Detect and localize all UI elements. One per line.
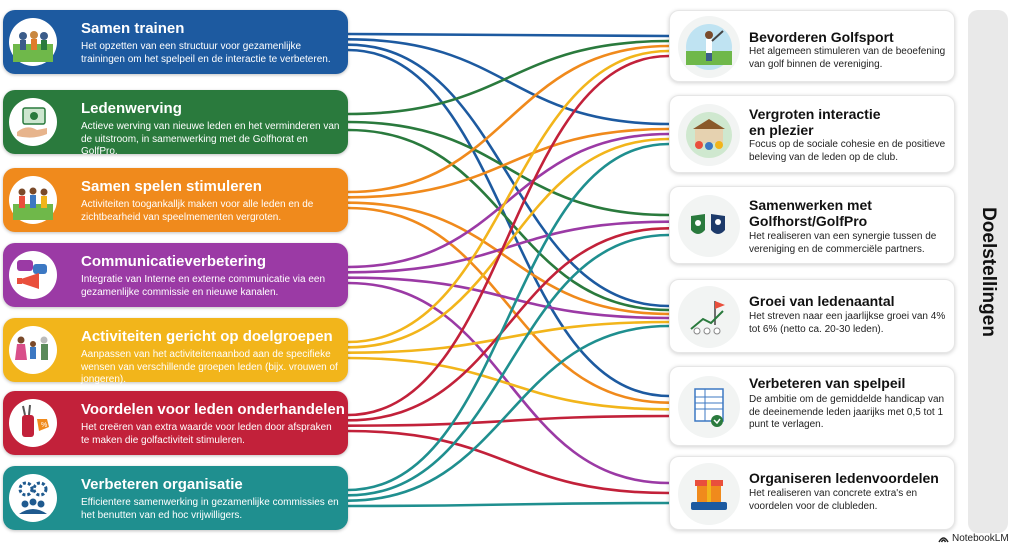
goal-card-samenwerken: Samenwerken met Golfhorst/GolfPro Het re… — [669, 186, 955, 264]
goal-description: De ambitie om de gemiddelde handicap van… — [749, 394, 945, 430]
strategy-card-organisatie: Verbeteren organisatie Efficientere same… — [3, 466, 348, 530]
strategy-card-doelgroepen: Activiteiten gericht op doelgroepen Aanp… — [3, 318, 348, 385]
goal-card-spelpeil: Verbeteren van spelpeil De ambitie om de… — [669, 366, 955, 446]
strategy-description: Het opzetten van een structuur voor geza… — [81, 41, 331, 65]
connection-line — [346, 356, 671, 411]
goal-title: Groei van ledenaantal — [749, 293, 895, 309]
notebooklm-logo-icon — [938, 537, 949, 543]
connection-line — [346, 414, 671, 427]
connection-line — [346, 48, 671, 398]
connection-line — [346, 127, 671, 199]
group-training-icon — [9, 18, 57, 66]
goals-side-label: Doelstellingen — [978, 206, 999, 337]
connection-line — [346, 227, 671, 422]
goal-card-golfsport: Bevorderen Golfsport Het algemeen stimul… — [669, 10, 955, 82]
connection-line — [346, 49, 671, 344]
partner-shields-icon — [678, 195, 740, 257]
strategy-title: Communicatieverbetering — [81, 253, 267, 270]
svg-text:%: % — [41, 422, 47, 429]
connection-line — [346, 320, 671, 354]
strategy-title: Verbeteren organisatie — [81, 476, 243, 493]
connection-line — [346, 276, 671, 320]
goal-description: Focus op de sociale cohesie en de positi… — [749, 139, 946, 163]
strategy-card-voordelen: % Voordelen voor leden onderhandelen Het… — [3, 391, 348, 455]
goal-description: Het algemeen stimuleren van de beoefenin… — [749, 46, 946, 70]
target-groups-icon — [9, 326, 57, 374]
strategy-description: Het creëren van extra waarde voor leden … — [81, 422, 332, 446]
strategy-card-ledenwerving: Ledenwerving Actieve werving van nieuwe … — [3, 90, 348, 157]
connection-line — [346, 324, 671, 502]
strategy-title: Ledenwerving — [81, 100, 182, 117]
goal-title: Organiseren ledenvoordelen — [749, 470, 939, 486]
goal-title: Vergroten interactie en plezier — [749, 106, 881, 138]
connection-line — [346, 137, 671, 349]
connection-line — [346, 43, 671, 308]
connection-line — [346, 501, 671, 508]
brand-label: NotebookLM — [952, 533, 1009, 544]
golfer-swing-icon — [678, 16, 740, 78]
gears-people-icon — [9, 474, 57, 522]
strategy-card-communicatie: Communicatieverbetering Integratie van I… — [3, 243, 348, 307]
strategy-title: Samen spelen stimuleren — [81, 178, 262, 195]
goals-side-bar: Doelstellingen — [968, 10, 1008, 533]
strategy-title: Voordelen voor leden onderhandelen — [81, 401, 345, 418]
goal-title: Verbeteren van spelpeil — [749, 375, 906, 391]
goal-description: Het realiseren van een synergie tussen d… — [749, 231, 937, 255]
connection-line — [346, 54, 671, 417]
gift-ticket-icon — [678, 463, 740, 525]
strategy-description: Actieve werving van nieuwe leden en het … — [81, 121, 340, 157]
connection-line — [346, 220, 671, 274]
goal-card-interactie: Vergroten interactie en plezier Focus op… — [669, 95, 955, 173]
connection-line — [346, 132, 671, 269]
goal-description: Het streven naar een jaarlijkse groei va… — [749, 311, 946, 335]
connection-line — [346, 44, 671, 194]
strategy-card-samen-spelen: Samen spelen stimuleren Activiteiten too… — [3, 168, 348, 232]
goal-title: Bevorderen Golfsport — [749, 29, 894, 45]
brand-footer: NotebookLM — [938, 533, 1009, 544]
connection-line — [346, 120, 671, 217]
megaphone-chat-icon — [9, 251, 57, 299]
strategy-title: Activiteiten gericht op doelgroepen — [81, 328, 333, 345]
golf-flag-growth-icon — [678, 286, 740, 348]
connection-line — [346, 38, 671, 126]
strategy-description: Efficientere samenwerking in gezamenlijk… — [81, 497, 339, 521]
connection-line — [346, 429, 671, 495]
goal-title: Samenwerken met Golfhorst/GolfPro — [749, 197, 872, 229]
clubhouse-social-icon — [678, 104, 740, 166]
connection-line — [346, 206, 671, 404]
connection-line — [346, 39, 671, 116]
golfers-group-icon — [9, 176, 57, 224]
handshake-card-icon — [9, 98, 57, 146]
golf-bag-discount-icon: % — [9, 399, 57, 447]
connection-line — [346, 142, 671, 492]
strategy-card-samen-trainen: Samen trainen Het opzetten van een struc… — [3, 10, 348, 74]
strategy-description: Integratie van Interne en externe commun… — [81, 274, 326, 298]
connection-line — [346, 233, 671, 497]
scorecard-icon — [678, 376, 740, 438]
connection-line — [346, 32, 671, 38]
connection-line — [346, 128, 671, 312]
strategy-description: Activiteiten toogankalljk maken voor all… — [81, 199, 314, 223]
strategy-title: Samen trainen — [81, 20, 185, 37]
goal-card-groei: Groei van ledenaantal Het streven naar e… — [669, 279, 955, 353]
connection-line — [346, 201, 671, 316]
strategy-description: Aanpassen van het activiteitenaanbod aan… — [81, 349, 338, 385]
goal-description: Het realiseren van concrete extra's en v… — [749, 488, 918, 512]
goal-card-ledenvoordelen: Organiseren ledenvoordelen Het realisere… — [669, 456, 955, 530]
